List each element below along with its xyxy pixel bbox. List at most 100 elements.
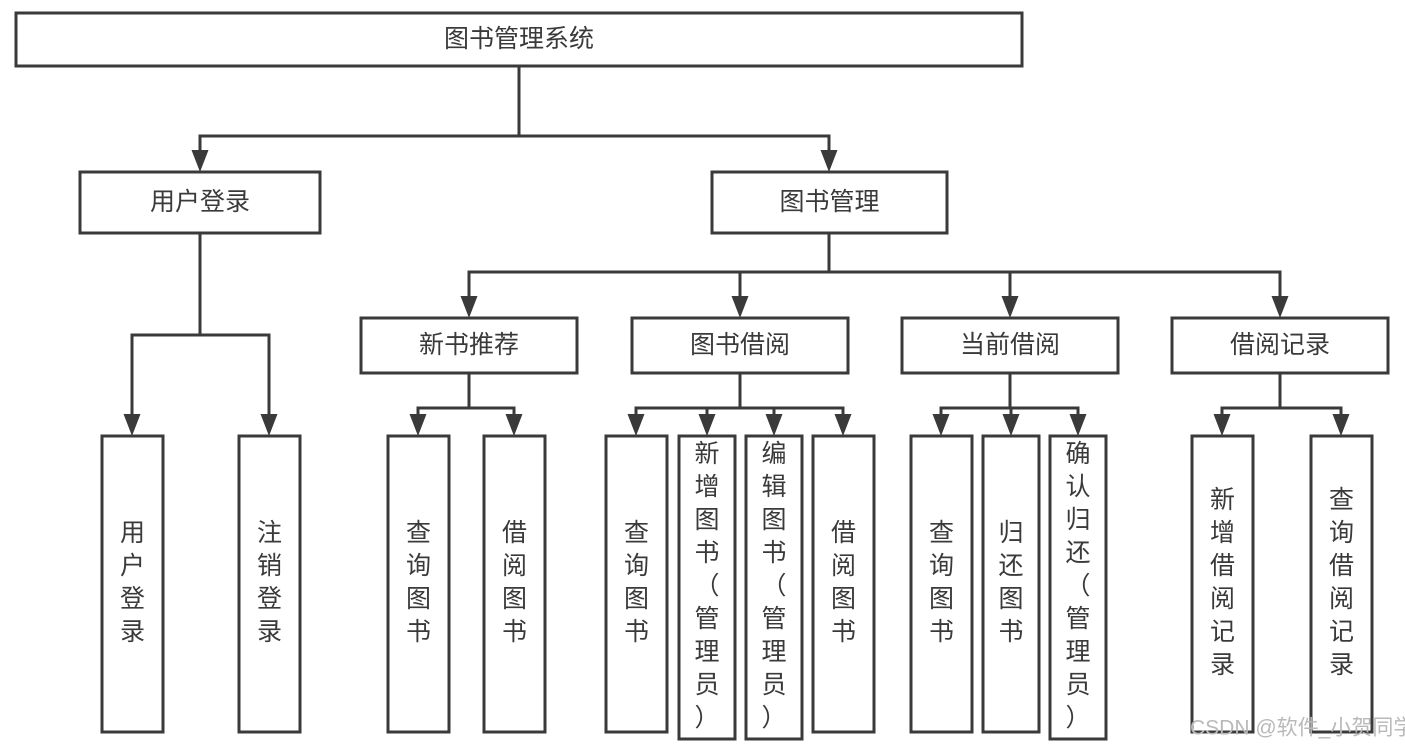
- node-leaf-query-book-3-box[interactable]: [909, 434, 974, 734]
- node-book-management-box[interactable]: [710, 170, 949, 235]
- node-new-book-recommend-label: 新书推荐: [419, 331, 519, 359]
- arrow-head-icon: [834, 414, 852, 436]
- node-leaf-user-login-label-char: 录: [120, 618, 145, 646]
- arrow-head-icon: [191, 150, 209, 172]
- arrow-head-icon: [932, 414, 950, 436]
- node-book-borrow[interactable]: 图书借阅: [630, 316, 850, 375]
- node-leaf-add-record-label-char: 借: [1210, 552, 1235, 580]
- arrow-head-icon: [1271, 296, 1289, 318]
- node-leaf-query-record-label-char: 借: [1329, 552, 1354, 580]
- node-leaf-add-book-box[interactable]: [677, 434, 737, 741]
- node-leaf-query-book-1-label-char: 书: [406, 618, 431, 646]
- node-leaf-borrow-book-1-label-char: 图: [502, 585, 527, 613]
- node-leaf-borrow-book-2-label-char: 阅: [831, 552, 856, 580]
- node-leaf-query-book-2-box[interactable]: [604, 434, 669, 734]
- connector-borrow-record-to-leaves: [1213, 371, 1350, 436]
- node-current-borrow[interactable]: 当前借阅: [900, 316, 1120, 375]
- connector-layer: [123, 64, 1350, 436]
- node-leaf-return-book-box[interactable]: [981, 434, 1041, 734]
- arrow-head-icon: [123, 414, 141, 436]
- node-root-box[interactable]: [14, 11, 1024, 68]
- node-leaf-add-book-label-char: 管: [694, 605, 719, 633]
- arrow-head-icon: [627, 414, 645, 436]
- node-leaf-user-login-label-char: 用: [120, 519, 145, 547]
- node-leaf-query-book-1-label-char: 图: [406, 585, 431, 613]
- node-current-borrow-box[interactable]: [900, 316, 1120, 375]
- node-leaf-user-login-label-char: 登: [120, 585, 145, 613]
- node-leaf-add-record-box[interactable]: [1190, 434, 1255, 734]
- connector-root-to-level1: [191, 64, 838, 172]
- node-leaf-return-book-label-char: 归: [998, 519, 1023, 547]
- node-user-login-label: 用户登录: [150, 188, 250, 216]
- connector-user-login-to-leaves: [123, 231, 278, 436]
- node-leaf-edit-book-label-char: 理: [761, 638, 786, 666]
- node-leaf-query-book-3-label-char: 书: [929, 618, 954, 646]
- arrow-head-icon: [1213, 414, 1231, 436]
- connector-new-book-recommend-to-leaves: [409, 371, 523, 436]
- csdn-watermark: CSDN @软件_小贺同学: [1190, 717, 1405, 740]
- node-leaf-add-book-label-char: （: [694, 572, 719, 600]
- node-leaf-borrow-book-1-box[interactable]: [482, 434, 547, 734]
- node-leaf-add-book-label-char: ）: [694, 704, 719, 732]
- node-leaf-query-book-1-box[interactable]: [386, 434, 451, 734]
- connector-book-borrow-to-leaves: [627, 371, 852, 436]
- node-leaf-query-record-box[interactable]: [1309, 434, 1374, 734]
- node-leaf-logout-label-char: 登: [257, 585, 282, 613]
- node-leaf-confirm-return-label-char: 管: [1065, 605, 1090, 633]
- node-borrow-record-box[interactable]: [1170, 316, 1390, 375]
- connector-book-management-to-level2: [460, 231, 1289, 318]
- node-leaf-confirm-return-label-char: 确: [1065, 440, 1090, 468]
- node-new-book-recommend[interactable]: 新书推荐: [359, 316, 579, 375]
- node-leaf-user-login-label-char: 户: [120, 552, 145, 580]
- node-leaf-query-record-label-char: 记: [1329, 618, 1354, 646]
- node-leaf-query-book-3-label-char: 询: [929, 552, 954, 580]
- node-leaf-user-login[interactable]: 用户登录: [100, 434, 165, 734]
- node-user-login-box[interactable]: [78, 170, 322, 235]
- node-leaf-edit-book-label-char: （: [761, 572, 786, 600]
- node-leaf-add-record-label-char: 新: [1210, 486, 1235, 514]
- node-leaf-query-book-2-label-char: 询: [624, 552, 649, 580]
- node-leaf-logout-box[interactable]: [237, 434, 302, 734]
- node-leaf-user-login-box[interactable]: [100, 434, 165, 734]
- node-leaf-add-book-label-char: 图: [694, 506, 719, 534]
- node-leaf-query-record-label-char: 询: [1329, 519, 1354, 547]
- node-leaf-return-book-label-char: 还: [998, 552, 1023, 580]
- node-leaf-borrow-book-2-box[interactable]: [811, 434, 876, 734]
- node-leaf-add-book-label-char: 增: [694, 473, 719, 501]
- node-leaf-edit-book-box[interactable]: [744, 434, 804, 741]
- node-user-login[interactable]: 用户登录: [78, 170, 322, 235]
- node-leaf-borrow-book-1-label-char: 阅: [502, 552, 527, 580]
- node-book-management[interactable]: 图书管理: [710, 170, 949, 235]
- node-leaf-query-book-2-label-char: 图: [624, 585, 649, 613]
- node-borrow-record-label: 借阅记录: [1230, 331, 1330, 359]
- node-leaf-add-record-label-char: 记: [1210, 618, 1235, 646]
- node-book-borrow-box[interactable]: [630, 316, 850, 375]
- arrow-head-icon: [260, 414, 278, 436]
- node-root[interactable]: 图书管理系统: [14, 11, 1024, 68]
- node-leaf-query-record-label-char: 录: [1329, 651, 1354, 679]
- node-leaf-add-book-label-char: 理: [694, 638, 719, 666]
- node-borrow-record[interactable]: 借阅记录: [1170, 316, 1390, 375]
- node-leaf-return-book-label-char: 图: [998, 585, 1023, 613]
- arrow-head-icon: [1002, 414, 1020, 436]
- node-leaf-borrow-book-2-label-char: 借: [831, 519, 856, 547]
- arrow-head-icon: [1001, 296, 1019, 318]
- node-leaf-confirm-return-box[interactable]: [1048, 434, 1108, 741]
- arrow-head-icon: [765, 414, 783, 436]
- node-new-book-recommend-box[interactable]: [359, 316, 579, 375]
- node-leaf-query-book-3-label-char: 查: [929, 519, 954, 547]
